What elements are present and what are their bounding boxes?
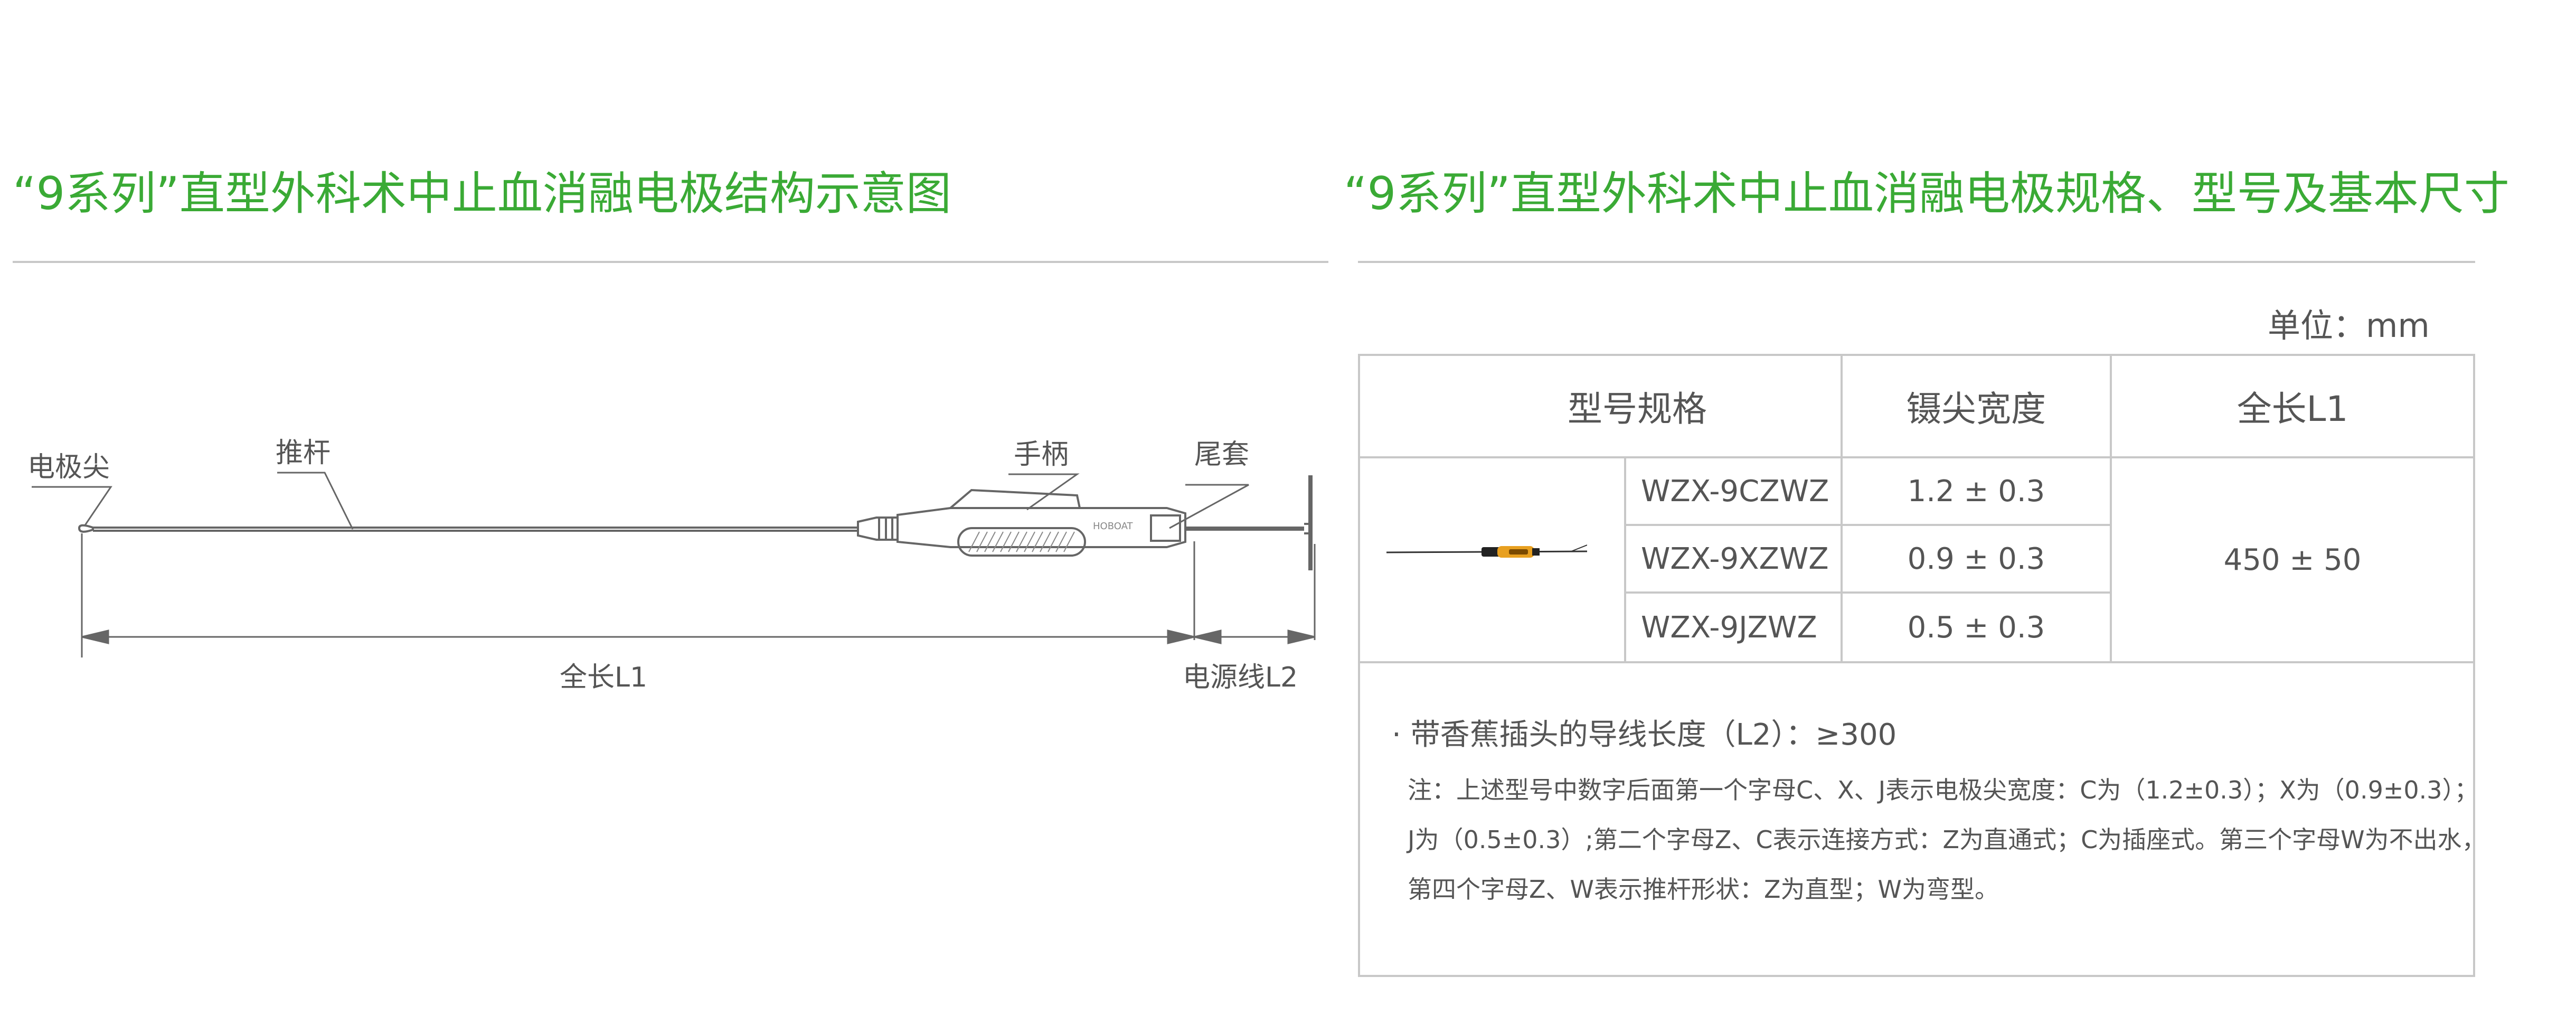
total-length-value: 450 ± 50 (2223, 542, 2362, 577)
width-row-2: 0.9 ± 0.3 (1907, 541, 2045, 576)
electrode-tip-shape (78, 524, 94, 533)
unit-label: 单位：mm (2268, 306, 2430, 345)
left-title: “9系列”直型外科术中止血消融电极结构示意图 (13, 167, 951, 220)
width-row-1: 1.2 ± 0.3 (1907, 474, 2045, 509)
header-model: 型号规格 (1568, 389, 1707, 429)
rod-label: 推杆 (276, 437, 331, 469)
tail-leader (1169, 484, 1249, 529)
tail-label: 尾套 (1194, 439, 1249, 471)
product-image (1386, 544, 1587, 558)
handle-label: 手柄 (1014, 439, 1069, 471)
handle-body-shape (897, 507, 1186, 548)
header-divider (1360, 456, 2473, 458)
total-length-label: 全长L1 (560, 662, 647, 693)
spec-table: 型号规格 镊尖宽度 全长L1 WZX-9CZWZ 1.2 ± 0.3 WZX-9… (1358, 354, 2486, 977)
header-total-length: 全长L1 (2237, 389, 2348, 429)
model-row-3: WZX-9JZWZ (1641, 610, 1817, 645)
right-divider (1358, 261, 2475, 263)
note-line-3: 第四个字母Z、W表示推杆形状：Z为直型；W为弯型。 (1408, 875, 1999, 904)
note-line-1: 注：上述型号中数字后面第一个字母C、X、J表示电极尖宽度：C为（1.2±0.3）… (1408, 776, 2479, 804)
model-row-2: WZX-9XZWZ (1641, 541, 1829, 576)
left-divider (13, 261, 1328, 263)
tip-leader (32, 486, 112, 527)
handle-grip (957, 527, 1086, 557)
right-title: “9系列”直型外科术中止血消融电极规格、型号及基本尺寸 (1344, 167, 2509, 220)
electrode-structure-diagram: HOBOAT 电极尖 推杆 手柄 尾套 全长L1 电源线L2 (27, 437, 1316, 693)
handle-lever-upper (949, 488, 1081, 509)
width-row-3: 0.5 ± 0.3 (1907, 610, 2045, 645)
cable-length-label: 电源线L2 (1183, 662, 1298, 693)
handle-leader (1008, 473, 1080, 511)
cable-length-note: · 带香蕉插头的导线长度（L2）：≥300 (1392, 718, 1897, 752)
rod-leader (277, 472, 354, 530)
header-tip-width: 镊尖宽度 (1907, 389, 2046, 429)
table-bottom-divider (1360, 661, 2473, 663)
tail-sleeve-shape (1150, 514, 1181, 542)
brand-mark: HOBOAT (1093, 521, 1134, 532)
tip-label: 电极尖 (27, 452, 110, 483)
note-line-2: J为（0.5±0.3）;第二个字母Z、C表示连接方式：Z为直通式；C为插座式。第… (1408, 825, 2486, 854)
model-row-1: WZX-9CZWZ (1641, 474, 1829, 509)
